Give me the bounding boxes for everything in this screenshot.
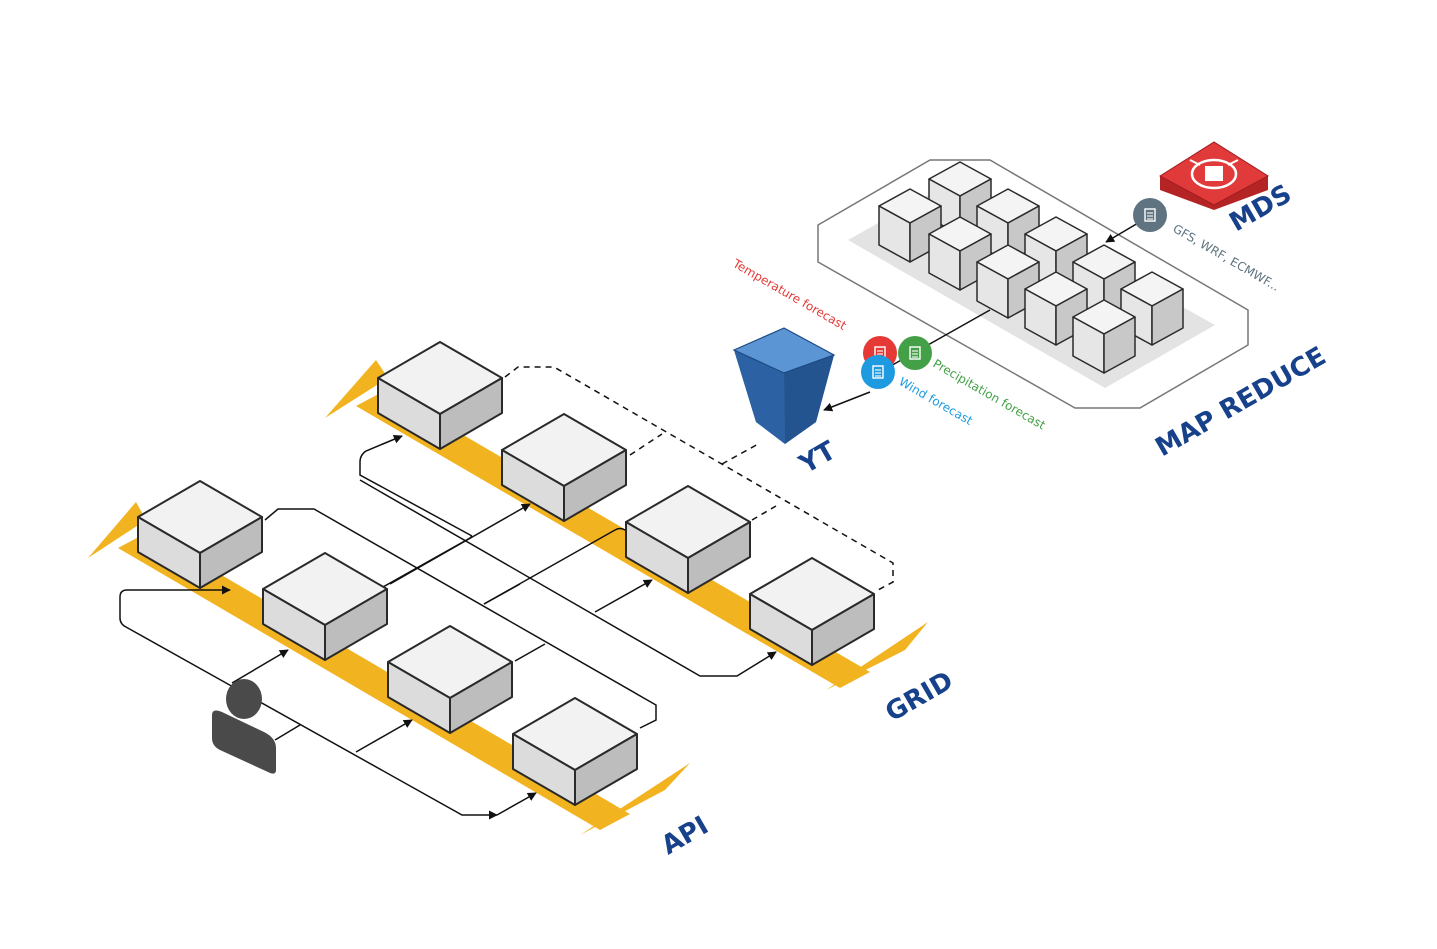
grid-node-3 — [625, 485, 751, 594]
precipitation-document-icon — [898, 336, 932, 370]
api-grid-link-3 — [514, 643, 546, 662]
api-bus-line — [119, 585, 498, 820]
grid-link-2 — [389, 503, 531, 585]
api-user-link — [274, 724, 301, 741]
source-document-icon — [1133, 198, 1167, 232]
grid-bus-bottom — [359, 479, 777, 677]
grid-bus-left — [359, 434, 473, 537]
wind-document-icon — [861, 355, 895, 389]
yt-dashed-link — [721, 442, 761, 465]
connections — [119, 206, 1166, 820]
api-node-3 — [387, 625, 513, 734]
grid-yt-dashed-outer — [504, 366, 894, 591]
map-reduce-cluster — [817, 159, 1249, 409]
api-grid-line-outer — [264, 508, 657, 729]
api-node-2 — [262, 552, 388, 661]
api-link-2 — [231, 649, 289, 684]
grid-band — [325, 360, 928, 690]
grid-node-1 — [377, 341, 503, 450]
grid-node-2 — [501, 413, 627, 522]
grid-dashed-link-2 — [751, 505, 777, 521]
grid-label: GRID — [881, 666, 959, 728]
grid-node-4 — [749, 557, 875, 666]
api-nodes — [137, 480, 638, 806]
mds-server-icon — [1159, 141, 1269, 210]
storage-bucket-icon — [732, 327, 836, 444]
api-link-4 — [496, 792, 537, 816]
forecast-to-yt-arrow — [823, 391, 871, 412]
mr-to-forecast-line — [879, 309, 991, 373]
api-node-1 — [137, 480, 263, 589]
api-link-3 — [355, 719, 413, 753]
grid-dashed-link-1 — [629, 433, 663, 456]
api-grid-link-2 — [483, 527, 641, 605]
user-icon — [212, 679, 276, 774]
yt-label: YT — [794, 436, 842, 481]
api-label: API — [657, 811, 714, 861]
api-grid-link-2b — [483, 583, 521, 605]
grid-link-3 — [594, 579, 653, 613]
